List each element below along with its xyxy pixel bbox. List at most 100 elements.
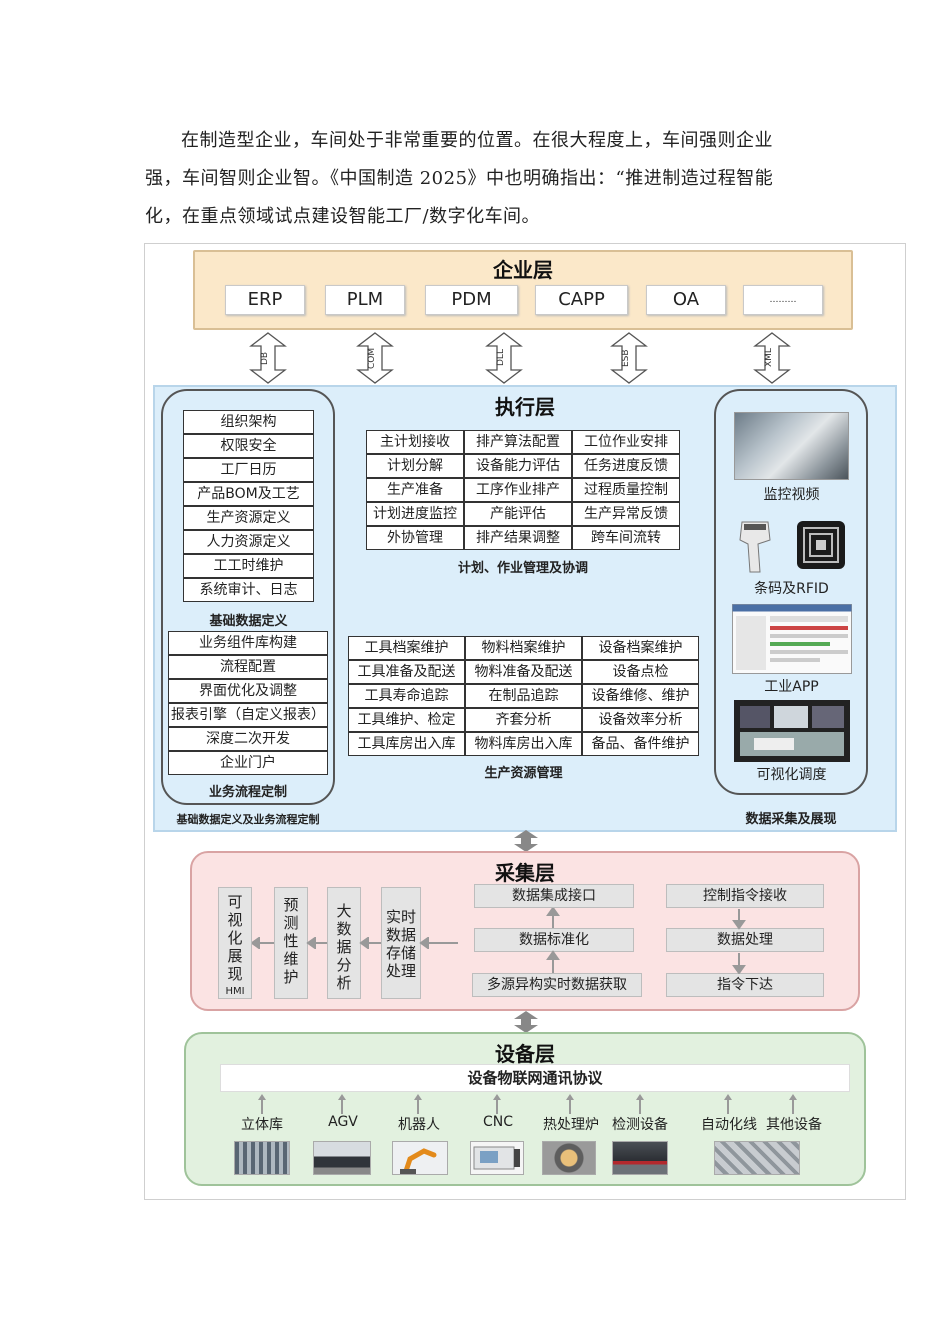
device-label: CNC [482,1114,514,1130]
business-flow-item: 界面优化及调整 [168,679,328,703]
resource-cell: 物料库房出入库 [465,732,582,756]
data-chain-box: 数据标准化 [474,928,634,952]
planning-caption: 计划、作业管理及协调 [457,561,588,576]
resource-cell: 备品、备件维护 [582,732,699,756]
interface-label-com: COM [367,347,377,369]
planning-cell: 工位作业安排 [572,430,680,454]
resource-cell: 工具维护、检定 [348,708,465,732]
basic-data-item: 人力资源定义 [183,530,314,554]
up-arrow-icon [636,1094,644,1114]
business-flow-caption: 业务流程定制 [208,785,287,800]
device-label: 自动化线 [701,1117,757,1133]
device-label: 立体库 [241,1117,283,1133]
box-char: 预 [283,896,299,914]
box-char: 分 [336,956,352,974]
box-char: 可 [227,893,243,911]
business-flow-item: 流程配置 [168,655,328,679]
box-char: 视 [227,911,243,929]
hmi-display-box: 可 视 化 展 现 HMI [218,887,252,999]
device-layer-title: 设备层 [495,1042,555,1066]
up-arrow-icon [258,1094,266,1114]
system-capp: CAPP [535,285,628,315]
planning-cell: 排产算法配置 [464,430,572,454]
resource-cell: 工具准备及配送 [348,660,465,684]
control-chain-box: 数据处理 [666,928,824,952]
resource-cell: 在制品追踪 [465,684,582,708]
double-arrow-icon [753,332,791,384]
automation-line-image [714,1141,800,1175]
robot-arm-image [392,1141,448,1175]
planning-cell: 跨车间流转 [572,526,680,550]
resource-cell: 物料准备及配送 [465,660,582,684]
box-char: 性 [283,932,299,950]
box-char: 测 [283,914,299,932]
box-char: 数据 [385,926,416,944]
basic-data-item: 产品BOM及工艺 [183,482,314,506]
barcode-scanner-icon [739,521,771,573]
control-chain-box: 指令下达 [666,973,824,997]
rfid-tag-icon [797,521,845,569]
box-char: 处理 [385,962,416,980]
up-arrows [546,908,560,973]
planning-cell: 工序作业排产 [464,478,572,502]
device-label: 检测设备 [612,1117,668,1133]
basic-data-item: 组织架构 [183,410,314,434]
execution-layer-title: 执行层 [495,395,555,419]
monitor-video-label: 监控视频 [763,487,820,503]
double-arrow-icon [514,830,538,852]
box-char: 据 [336,938,352,956]
monitor-video-image [734,412,849,480]
data-collection-footer: 数据采集及展现 [745,812,837,827]
data-chain-box: 数据集成接口 [474,884,634,908]
box-char: 化 [227,929,243,947]
box-char: 大 [336,902,352,920]
basic-data-item: 权限安全 [183,434,314,458]
double-arrow-icon [356,332,394,384]
up-arrow-icon [493,1094,501,1114]
resource-cell: 物料档案维护 [465,636,582,660]
business-flow-item: 企业门户 [168,751,328,775]
double-arrow-icon [610,332,648,384]
up-arrow-icon [724,1094,732,1114]
resource-cell: 工具寿命追踪 [348,684,465,708]
double-arrow-icon [514,1011,538,1033]
basic-data-item: 生产资源定义 [183,506,314,530]
predictive-maintenance-box: 预 测 性 维 护 [274,887,308,999]
stereo-warehouse-image [234,1141,290,1175]
planning-cell: 过程质量控制 [572,478,680,502]
system-pdm: PDM [425,285,518,315]
interface-label-xml: XML [764,348,774,368]
control-chain-box: 控制指令接收 [666,884,824,908]
down-arrows [732,909,746,974]
up-arrow-icon [566,1094,574,1114]
enterprise-layer-title: 企业层 [493,258,553,282]
flow-arrows [252,937,458,949]
interface-label-dll: DLL [496,349,506,367]
visual-dispatch-screen-icon [734,700,850,762]
system-plm: PLM [325,285,405,315]
business-flow-item: 深度二次开发 [168,727,328,751]
double-arrow-icon [485,332,523,384]
planning-cell: 排产结果调整 [464,526,572,550]
planning-cell: 任务进度反馈 [572,454,680,478]
business-flow-item: 报表引擎（自定义报表） [168,703,328,727]
box-char: 实时 [385,908,416,926]
device-layer: 设备层 [184,1032,866,1186]
basic-data-item: 工工时维护 [183,554,314,578]
resource-cell: 工具库房出入库 [348,732,465,756]
planning-cell: 计划进度监控 [366,502,464,526]
planning-cell: 生产异常反馈 [572,502,680,526]
box-char: 数 [336,920,352,938]
resource-cell: 齐套分析 [465,708,582,732]
resource-cell: 设备点检 [582,660,699,684]
device-label: 机器人 [398,1117,440,1133]
box-char: 护 [283,968,299,986]
planning-cell: 外协管理 [366,526,464,550]
planning-cell: 设备能力评估 [464,454,572,478]
resource-cell: 设备档案维护 [582,636,699,660]
interface-label-db: DB [260,351,270,365]
double-arrow-icon [249,332,287,384]
planning-cell: 主计划接收 [366,430,464,454]
industrial-app-screenshot-icon [732,604,852,674]
interface-arrow-dll: DLL [484,332,524,384]
